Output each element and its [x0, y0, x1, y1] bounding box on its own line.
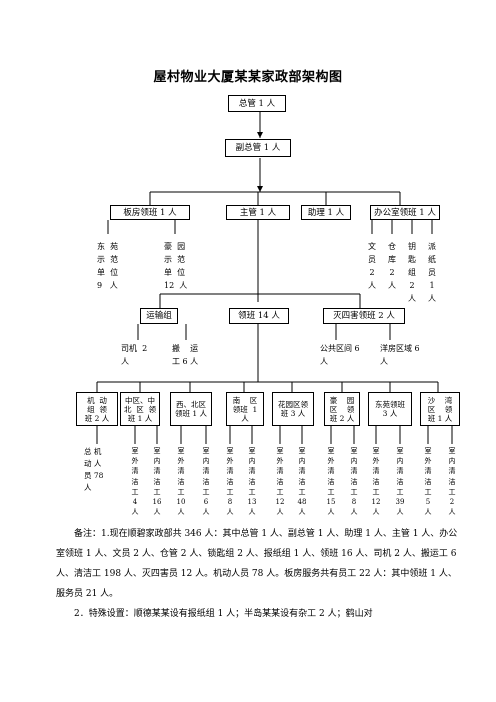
staff-indoor-6: 室 内 清 洁 工 39 人 — [395, 447, 405, 517]
office-leader-node: 办公室领班 1 人 — [370, 205, 440, 220]
staff-outdoor-3: 室 外 清 洁 工 8 人 — [226, 447, 234, 517]
assistant-node: 助理 1 人 — [301, 205, 351, 220]
staff-mobile-total: 总 机 动 人 员 78 人 — [84, 447, 104, 492]
district-box-south: 南 区 领班 1 人 — [226, 392, 264, 426]
note-1: 备注：1.现在顺碧家政部共 346 人：其中总管 1 人、副总管 1 人、助理 … — [56, 529, 458, 599]
staff-indoor-4: 室 内 清 洁 工 48 人 — [297, 447, 307, 517]
district-box-west-north: 西、北区 领班 1 人 — [170, 392, 212, 426]
office-staff-paper: 派 纸 员 1 人 — [428, 242, 436, 303]
board-room-staff-1: 东 苑 示 范 单 位 9 人 — [97, 242, 119, 290]
general-manager-node: 总管 1 人 — [228, 95, 286, 112]
supervisor-node: 主管 1 人 — [226, 205, 290, 220]
staff-outdoor-7: 室 外 清 洁 工 5 人 — [424, 447, 432, 517]
office-staff-clerk: 文 员 2 人 — [368, 242, 376, 290]
board-room-leader-node: 板房领班 1 人 — [110, 205, 190, 220]
pest-house-area: 洋房区域 6 人 — [380, 344, 420, 366]
pest-public-area: 公共区间 6 人 — [320, 344, 360, 366]
staff-outdoor-5: 室 外 清 洁 工 15 人 — [326, 447, 336, 517]
board-room-staff-2: 豪 园 示 范 单 位 12 人 — [164, 242, 188, 290]
chart-title: 屋村物业大厦某某家政部架构图 — [153, 70, 343, 85]
staff-outdoor-4: 室 外 清 洁 工 12 人 — [275, 447, 285, 517]
transport-mover: 搬 运 工 6 人 — [172, 344, 199, 366]
staff-indoor-7: 室 内 清 洁 工 2 人 — [448, 447, 456, 517]
team-leaders-node: 领班 14 人 — [229, 308, 289, 324]
district-box-shawan: 沙 湾 区 领 班 1 人 — [420, 392, 460, 426]
district-box-mobile: 机 动 组 领 班 2 人 — [76, 392, 118, 426]
note-2: 2．特殊设置：顺德某某设有报纸组 1 人；半岛某某设有杂工 2 人；鹤山对 — [74, 609, 373, 619]
deputy-manager-node: 副总管 1 人 — [225, 139, 291, 157]
staff-outdoor-6: 室 外 清 洁 工 12 人 — [371, 447, 381, 517]
staff-outdoor-1: 室 外 清 洁 工 4 人 — [131, 447, 139, 517]
staff-indoor-3: 室 内 清 洁 工 13 人 — [247, 447, 257, 517]
staff-indoor-2: 室 内 清 洁 工 6 人 — [202, 447, 210, 517]
pest-leader-node: 灭四害领班 2 人 — [323, 308, 405, 324]
staff-outdoor-2: 室 外 清 洁 工 10 人 — [176, 447, 186, 517]
district-box-central: 中区、中 北 区 领 班 1 人 — [120, 392, 160, 426]
district-box-haoyuan: 豪 园 区 领 班 2 人 — [324, 392, 360, 426]
office-staff-keys: 钥 匙 组 2 人 — [408, 242, 416, 303]
district-box-dongyuan: 东苑领班 3 人 — [368, 392, 412, 426]
notes-block: 备注：1.现在顺碧家政部共 346 人：其中总管 1 人、副总管 1 人、助理 … — [56, 524, 460, 624]
transport-group-node: 运输组 — [140, 308, 178, 324]
district-box-garden: 花园区领 班 3 人 — [272, 392, 314, 426]
staff-indoor-5: 室 内 清 洁 工 8 人 — [350, 447, 358, 517]
office-staff-warehouse: 仓 库 2 人 — [388, 242, 396, 290]
transport-driver: 司机 2 人 — [121, 344, 148, 366]
staff-indoor-1: 室 内 清 洁 工 16 人 — [152, 447, 162, 517]
